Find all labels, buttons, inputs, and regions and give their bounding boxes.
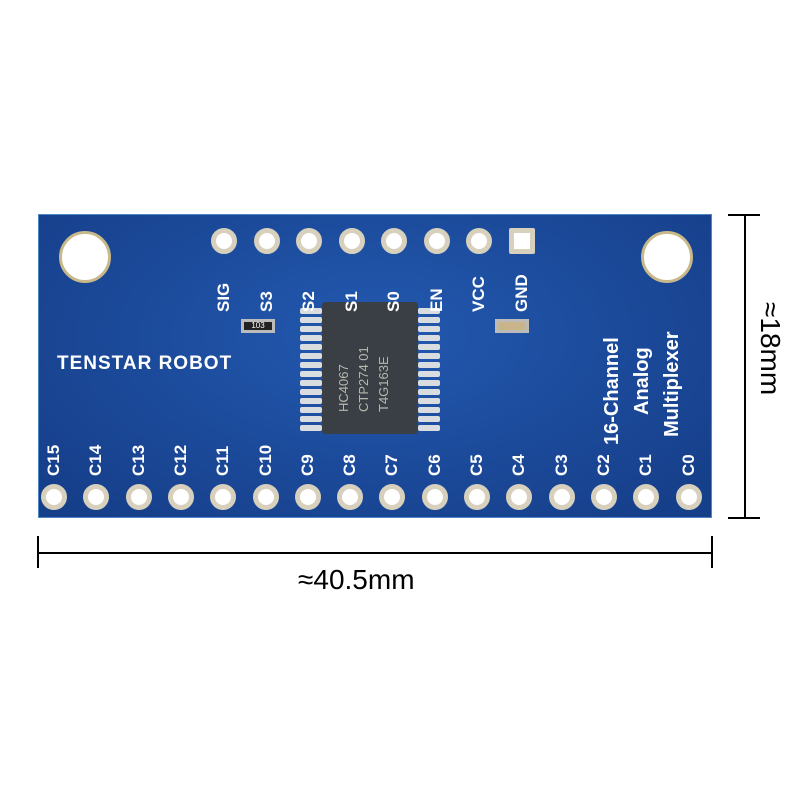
pin-gnd	[508, 228, 535, 254]
pin-c3	[548, 484, 575, 510]
mounting-hole-right	[641, 231, 693, 283]
pin-en	[423, 228, 450, 254]
pin-label: S0	[384, 291, 403, 312]
pin-label: SIG	[214, 282, 233, 312]
pin-label: C4	[509, 454, 529, 476]
led	[495, 319, 529, 333]
chip-leg	[418, 389, 440, 395]
pin-c12	[167, 484, 194, 510]
height-tick-bottom	[728, 517, 760, 519]
pin-label: C2	[593, 454, 613, 476]
chip-leg	[418, 353, 440, 359]
description-line-1: 16-Channel	[601, 337, 623, 445]
mux-chip: HC4067 CTP274 01 T4G163E	[322, 302, 418, 434]
chip-leg	[300, 380, 322, 386]
chip-leg	[418, 326, 440, 332]
chip-text-1: HC4067	[336, 364, 351, 412]
chip-text-2: CTP274 01	[356, 346, 371, 412]
mounting-hole-left	[59, 231, 111, 283]
pin-c15	[41, 484, 67, 510]
pin-label: C12	[170, 444, 190, 476]
brand-label: TENSTAR ROBOT	[57, 353, 233, 374]
pin-label: C9	[297, 454, 317, 476]
width-label: ≈40.5mm	[298, 564, 415, 595]
chip-leg	[300, 344, 322, 350]
chip-leg	[300, 371, 322, 377]
pin-label: S2	[299, 291, 318, 312]
height-dimension-line	[744, 214, 746, 518]
pin-label: C10	[255, 444, 275, 476]
pin-label: C11	[213, 445, 233, 476]
pin-label: C6	[424, 454, 444, 476]
pin-s2	[296, 228, 322, 254]
chip-leg	[418, 335, 440, 341]
pin-c1	[633, 484, 660, 510]
height-label: ≈18mm	[755, 302, 786, 396]
chip-leg	[300, 326, 322, 332]
pin-s0	[381, 228, 407, 254]
description-line-2: Analog	[631, 347, 653, 415]
chip-leg	[300, 389, 322, 395]
pin-label: EN	[426, 288, 446, 312]
pin-c4	[506, 484, 533, 510]
pin-s1	[338, 228, 365, 254]
chip-leg	[418, 371, 440, 377]
chip-leg	[300, 416, 322, 422]
chip-text-3: T4G163E	[376, 356, 391, 412]
chip-leg	[418, 425, 440, 431]
pin-label: C3	[551, 454, 571, 476]
pin-c2	[590, 484, 617, 510]
pin-s3	[253, 228, 280, 254]
pin-c5	[464, 484, 490, 510]
pin-c10	[252, 484, 279, 510]
chip-leg	[300, 407, 322, 413]
chip-leg	[418, 362, 440, 368]
pin-label: VCC	[469, 276, 488, 312]
pin-label: S1	[341, 291, 361, 312]
pin-label: C0	[678, 454, 698, 476]
resistor: 103	[241, 319, 275, 333]
pin-label: C13	[128, 444, 148, 476]
pin-sig	[211, 228, 237, 254]
pin-label: C7	[382, 454, 402, 476]
pin-label: C8	[340, 454, 360, 476]
chip-leg	[418, 317, 440, 323]
pin-c14	[83, 484, 110, 510]
width-tick-right	[711, 536, 713, 568]
chip-leg	[300, 398, 322, 404]
width-dimension-line	[38, 552, 712, 554]
chip-leg	[418, 398, 440, 404]
pin-c11	[210, 484, 237, 510]
chip-leg	[300, 362, 322, 368]
chip-leg	[300, 425, 322, 431]
width-tick-left	[37, 536, 39, 568]
chip-leg	[418, 344, 440, 350]
chip-leg	[418, 407, 440, 413]
pin-label: C5	[467, 454, 486, 476]
pin-c6	[421, 484, 448, 510]
chip-leg	[418, 416, 440, 422]
pin-label: C1	[636, 454, 656, 476]
pin-c9	[294, 484, 321, 510]
pin-c13	[125, 484, 152, 510]
chip-leg	[300, 353, 322, 359]
pin-c8	[337, 484, 364, 510]
pin-label: S3	[256, 291, 276, 312]
height-tick-top	[728, 214, 760, 216]
chip-leg	[300, 308, 322, 314]
chip-leg	[300, 317, 322, 323]
pin-c7	[379, 484, 406, 510]
chip-leg	[300, 335, 322, 341]
chip-leg	[418, 308, 440, 314]
pin-vcc	[466, 228, 492, 254]
pin-label: C14	[86, 444, 106, 476]
pin-label: GND	[511, 274, 531, 312]
pin-c0	[675, 484, 702, 510]
pin-label: C15	[44, 444, 63, 476]
chip-leg	[418, 380, 440, 386]
description-line-3: Multiplexer	[661, 331, 683, 437]
